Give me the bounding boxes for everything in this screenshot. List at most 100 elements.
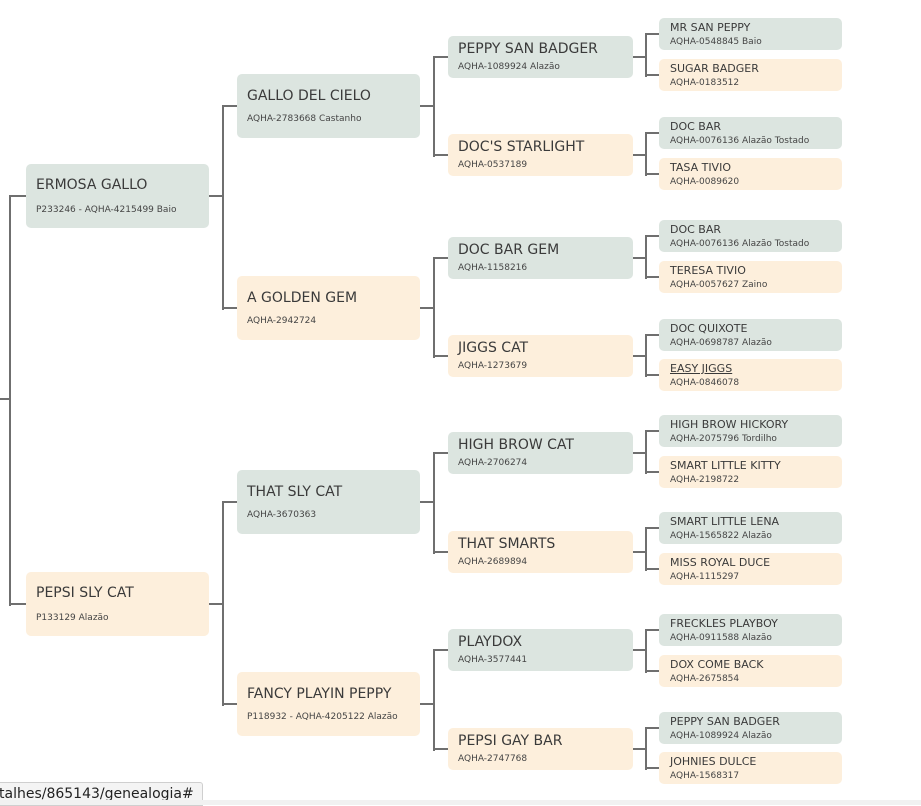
connector-line	[645, 133, 647, 176]
horse-name[interactable]: MISS ROYAL DUCE	[670, 556, 771, 569]
horse-name[interactable]: EASY JIGGS	[670, 362, 733, 375]
connector-line	[633, 748, 647, 750]
horse-name[interactable]: FANCY PLAYIN PEPPY	[247, 686, 392, 702]
connector-line	[633, 551, 647, 553]
horse-name[interactable]: GALLO DEL CIELO	[247, 88, 371, 104]
connector-line	[645, 173, 659, 175]
horse-name[interactable]: PLAYDOX	[458, 634, 523, 650]
horse-registration: AQHA-3577441	[458, 655, 528, 665]
horse-card-smart-little-lena[interactable]: SMART LITTLE LENA AQHA-1565822 Alazão	[659, 512, 842, 544]
horse-name[interactable]: PEPPY SAN BADGER	[670, 715, 780, 728]
horse-name[interactable]: SMART LITTLE KITTY	[670, 459, 781, 472]
horse-name[interactable]: DOC BAR	[670, 223, 722, 236]
connector-line	[645, 629, 659, 631]
horse-name[interactable]: PEPSI GAY BAR	[458, 733, 563, 749]
connector-line	[645, 728, 647, 770]
horse-card-miss-royal-duce[interactable]: MISS ROYAL DUCE AQHA-1115297	[659, 553, 842, 585]
connector-line	[433, 257, 448, 259]
horse-registration: AQHA-2783668 Castanho	[247, 114, 362, 124]
connector-line	[633, 649, 647, 651]
connector-line	[645, 431, 647, 474]
horse-name[interactable]: THAT SMARTS	[458, 536, 556, 552]
connector-line	[645, 767, 659, 769]
horse-registration: AQHA-2198722	[670, 475, 740, 485]
horse-registration: AQHA-1158216	[458, 263, 528, 273]
horse-name[interactable]: HIGH BROW CAT	[458, 437, 574, 453]
connector-line	[645, 670, 659, 672]
connector-line	[209, 603, 224, 605]
connector-line	[420, 501, 435, 503]
horse-registration: AQHA-1565822 Alazão	[670, 531, 772, 541]
horse-name[interactable]: DOC'S STARLIGHT	[458, 139, 585, 155]
horse-registration: AQHA-0076136 Alazão Tostado	[670, 136, 810, 146]
horse-registration: AQHA-3670363	[247, 510, 317, 520]
connector-line	[420, 307, 435, 309]
horse-name[interactable]: THAT SLY CAT	[247, 484, 343, 500]
horse-card-playdox[interactable]: PLAYDOX AQHA-3577441	[448, 629, 633, 671]
connector-line	[222, 307, 237, 309]
horse-name[interactable]: JOHNIES DULCE	[670, 755, 757, 768]
horse-registration: AQHA-0698787 Alazão	[670, 338, 772, 348]
connector-line	[433, 453, 435, 554]
horse-name[interactable]: DOX COME BACK	[670, 658, 764, 671]
horse-card-high-brow-hickory[interactable]: HIGH BROW HICKORY AQHA-2075796 Tordilho	[659, 415, 842, 447]
connector-line	[433, 258, 435, 358]
horse-name[interactable]: A GOLDEN GEM	[247, 290, 358, 306]
horse-registration: AQHA-0846078	[670, 378, 740, 388]
horse-name[interactable]: ERMOSA GALLO	[36, 177, 148, 193]
connector-line	[645, 235, 659, 237]
horse-registration: AQHA-2075796 Tordilho	[670, 434, 777, 444]
horse-card-doc-quixote[interactable]: DOC QUIXOTE AQHA-0698787 Alazão	[659, 319, 842, 351]
horse-name[interactable]: DOC BAR GEM	[458, 242, 560, 258]
horse-name[interactable]: TASA TIVIO	[670, 161, 731, 174]
horse-name[interactable]: PEPPY SAN BADGER	[458, 41, 598, 57]
horse-name[interactable]: PEPSI SLY CAT	[36, 585, 134, 601]
horse-name[interactable]: TERESA TIVIO	[670, 264, 746, 277]
connector-line	[633, 56, 647, 58]
horse-card-doc-bar[interactable]: DOC BAR AQHA-0076136 Alazão Tostado	[659, 117, 842, 149]
horse-card-that-sly-cat[interactable]: THAT SLY CAT AQHA-3670363	[237, 470, 420, 534]
connector-line	[645, 132, 659, 134]
connector-line	[433, 57, 435, 157]
horse-card-easy-jiggs[interactable]: EASY JIGGS AQHA-0846078	[659, 359, 842, 391]
horse-card-doc-bar-gem[interactable]: DOC BAR GEM AQHA-1158216	[448, 237, 633, 279]
horizontal-scrollbar[interactable]	[0, 800, 921, 805]
horse-name[interactable]: DOC BAR	[670, 120, 722, 133]
connector-line	[645, 374, 659, 376]
horse-name[interactable]: SMART LITTLE LENA	[670, 515, 780, 528]
horse-registration: AQHA-1115297	[670, 572, 740, 582]
horse-card-freckles-playboy[interactable]: FRECKLES PLAYBOY AQHA-0911588 Alazão	[659, 614, 842, 646]
horse-card-gallo-del-cielo[interactable]: GALLO DEL CIELO AQHA-2783668 Castanho	[237, 74, 420, 138]
connector-line	[645, 430, 659, 432]
horse-registration: AQHA-0911588 Alazão	[670, 633, 772, 643]
connector-line	[433, 154, 448, 156]
horse-name[interactable]: MR SAN PEPPY	[670, 21, 751, 34]
horse-name[interactable]: SUGAR BADGER	[670, 62, 759, 75]
connector-line	[645, 335, 647, 377]
connector-line	[433, 452, 448, 454]
horse-name[interactable]: FRECKLES PLAYBOY	[670, 617, 778, 630]
connector-line	[645, 630, 647, 673]
horse-name[interactable]: DOC QUIXOTE	[670, 322, 748, 335]
horse-name[interactable]: HIGH BROW HICKORY	[670, 418, 789, 431]
horse-card-smart-little-kitty[interactable]: SMART LITTLE KITTY AQHA-2198722	[659, 456, 842, 488]
horse-name[interactable]: JIGGS CAT	[458, 340, 529, 356]
